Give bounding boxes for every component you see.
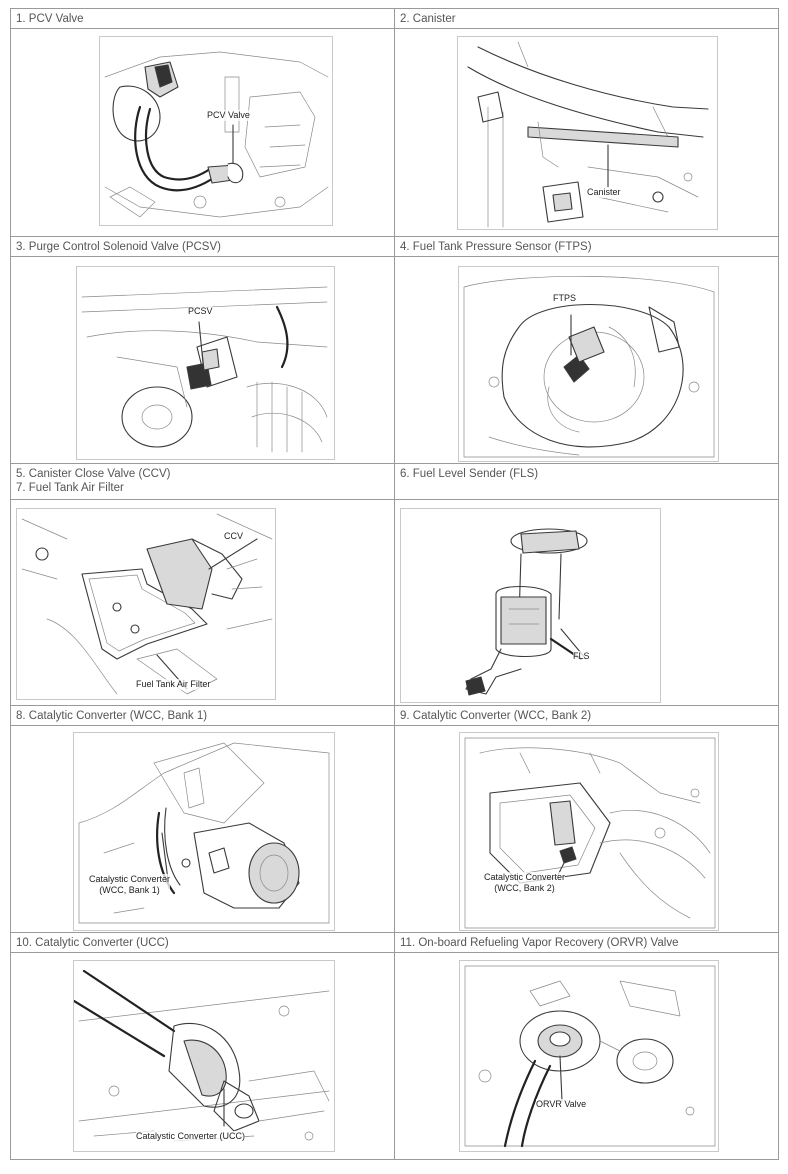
callout-fuel-tank-air-filter: Fuel Tank Air Filter	[136, 679, 211, 690]
cell-title-ccv-air-filter: 5. Canister Close Valve (CCV) 7. Fuel Ta…	[10, 463, 395, 500]
title-line: 6. Fuel Level Sender (FLS)	[400, 468, 539, 480]
cell-image-wcc-bank2: Catalystic Converter (WCC, Bank 2)	[394, 725, 779, 933]
callout-line: (WCC, Bank 1)	[99, 885, 160, 895]
cell-image-canister: Canister	[394, 28, 779, 237]
orvr-valve-illustration	[459, 960, 719, 1152]
ccv-air-filter-drawing	[21, 513, 273, 695]
cell-title-canister: 2. Canister	[394, 8, 779, 29]
cell-title-ucc: 10. Catalytic Converter (UCC)	[10, 932, 395, 953]
header-row-3: 5. Canister Close Valve (CCV) 7. Fuel Ta…	[10, 463, 779, 500]
header-row-1: 1. PCV Valve 2. Canister	[10, 8, 779, 29]
cell-title-ftps: 4. Fuel Tank Pressure Sensor (FTPS)	[394, 236, 779, 257]
cell-title-wcc-bank1: 8. Catalytic Converter (WCC, Bank 1)	[10, 705, 395, 726]
wcc-bank1-illustration	[73, 732, 335, 931]
title-line: 8. Catalytic Converter (WCC, Bank 1)	[16, 710, 208, 722]
cell-title-pcv-valve: 1. PCV Valve	[10, 8, 395, 29]
orvr-valve-drawing	[464, 965, 716, 1148]
cell-image-pcsv: PCSV	[10, 256, 395, 464]
title-line: 4. Fuel Tank Pressure Sensor (FTPS)	[400, 241, 592, 253]
cell-image-orvr-valve: ORVR Valve	[394, 952, 779, 1160]
cell-image-fls: FLS	[394, 499, 779, 706]
title-line: 1. PCV Valve	[16, 13, 84, 25]
wcc-bank2-drawing	[464, 737, 716, 929]
callout-line: Catalystic Converter	[89, 874, 171, 884]
component-location-sheet: 1. PCV Valve 2. Canister	[10, 8, 779, 1160]
header-row-2: 3. Purge Control Solenoid Valve (PCSV) 4…	[10, 236, 779, 257]
image-row-5: Catalystic Converter (UCC)	[10, 952, 779, 1160]
title-line: 7. Fuel Tank Air Filter	[16, 482, 124, 494]
title-line: 5. Canister Close Valve (CCV)	[16, 468, 171, 480]
callout-orvr-valve: ORVR Valve	[536, 1099, 587, 1110]
pcsv-illustration	[76, 266, 335, 460]
callout-pcsv: PCSV	[188, 306, 213, 317]
callout-fls: FLS	[573, 651, 590, 662]
fls-drawing	[465, 528, 588, 696]
callout-ftps: FTPS	[553, 293, 577, 304]
canister-drawing	[467, 41, 709, 228]
image-row-2: PCSV FTPS	[10, 256, 779, 464]
wcc-bank2-illustration	[459, 732, 719, 931]
cell-title-wcc-bank2: 9. Catalytic Converter (WCC, Bank 2)	[394, 705, 779, 726]
ftps-illustration	[458, 266, 719, 462]
cell-image-wcc-bank1: Catalystic Converter (WCC, Bank 1)	[10, 725, 395, 933]
cell-title-orvr-valve: 11. On-board Refueling Vapor Recovery (O…	[394, 932, 779, 953]
component-table: 1. PCV Valve 2. Canister	[10, 8, 779, 1160]
callout-catalytic-converter-bank1: Catalystic Converter (WCC, Bank 1)	[89, 874, 171, 896]
image-row-1: PCV Valve	[10, 28, 779, 237]
callout-ccv: CCV	[224, 531, 244, 542]
callout-catalytic-converter-bank2: Catalystic Converter (WCC, Bank 2)	[484, 872, 566, 894]
canister-illustration	[457, 36, 718, 230]
fls-illustration	[400, 508, 661, 703]
ucc-drawing	[74, 969, 330, 1142]
cell-image-ccv-air-filter: CCV Fuel Tank Air Filter	[10, 499, 395, 706]
callout-line: Catalystic Converter	[484, 872, 566, 882]
cell-image-pcv-valve: PCV Valve	[10, 28, 395, 237]
wcc-bank1-drawing	[78, 742, 330, 924]
cell-image-ftps: FTPS	[394, 256, 779, 464]
callout-catalytic-converter-ucc: Catalystic Converter (UCC)	[136, 1131, 246, 1142]
title-line: 2. Canister	[400, 13, 456, 25]
pcv-valve-illustration	[99, 36, 333, 226]
callout-canister: Canister	[587, 187, 621, 198]
title-line: 9. Catalytic Converter (WCC, Bank 2)	[400, 710, 592, 722]
title-line: 11. On-board Refueling Vapor Recovery (O…	[400, 937, 679, 949]
pcsv-drawing	[81, 286, 328, 453]
ucc-illustration	[73, 960, 335, 1152]
ccv-air-filter-illustration	[16, 508, 276, 700]
header-row-5: 10. Catalytic Converter (UCC) 11. On-boa…	[10, 932, 779, 953]
callout-pcv-valve: PCV Valve	[207, 110, 250, 121]
title-line: 10. Catalytic Converter (UCC)	[16, 937, 169, 949]
cell-image-ucc: Catalystic Converter (UCC)	[10, 952, 395, 1160]
ftps-drawing	[463, 275, 715, 458]
pcv-valve-drawing	[104, 51, 329, 218]
image-row-3: CCV Fuel Tank Air Filter FLS	[10, 499, 779, 706]
title-line: 3. Purge Control Solenoid Valve (PCSV)	[16, 241, 221, 253]
header-row-4: 8. Catalytic Converter (WCC, Bank 1) 9. …	[10, 705, 779, 726]
cell-title-pcsv: 3. Purge Control Solenoid Valve (PCSV)	[10, 236, 395, 257]
cell-title-fls: 6. Fuel Level Sender (FLS)	[394, 463, 779, 500]
callout-line: (WCC, Bank 2)	[494, 883, 555, 893]
image-row-4: Catalystic Converter (WCC, Bank 1)	[10, 725, 779, 933]
